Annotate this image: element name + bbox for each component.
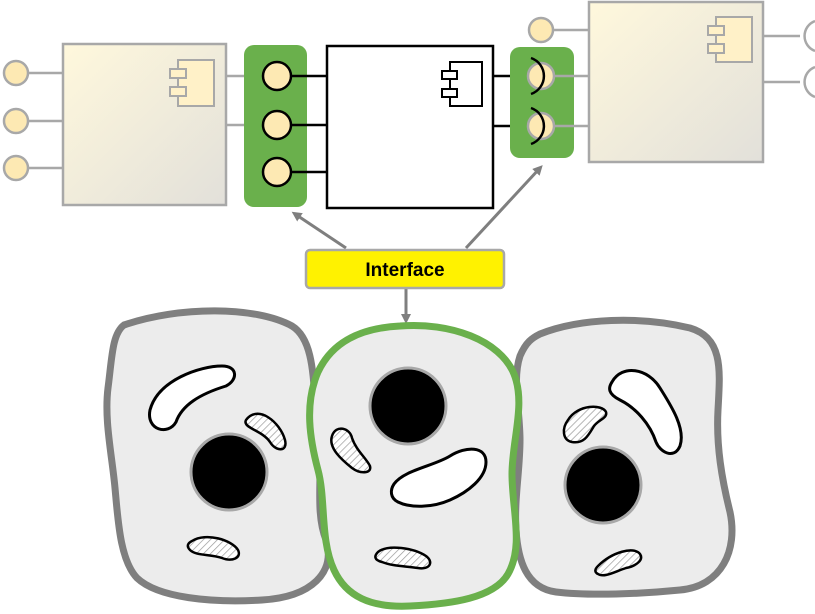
arrow-to-left-interface [291, 211, 347, 250]
striped-organelle [562, 405, 608, 444]
component-icon [441, 61, 483, 107]
right-component [527, 0, 815, 164]
left-port-2 [2, 107, 30, 135]
component-icon [169, 59, 215, 107]
left-port-3 [2, 154, 30, 182]
socket-icon [803, 19, 815, 53]
nucleus [563, 445, 643, 525]
left-port-1 [2, 59, 30, 87]
highlighted-cell [306, 321, 523, 610]
center-component [325, 44, 528, 210]
organelle [389, 447, 488, 508]
striped-organelle [244, 412, 287, 451]
left-cell [103, 307, 332, 605]
organelle [608, 369, 683, 456]
provided-port-3 [261, 156, 293, 188]
interface-label: Interface [304, 248, 506, 290]
striped-organelle [186, 535, 241, 561]
left-component [2, 42, 262, 207]
interface-label-text: Interface [365, 260, 444, 281]
nucleus [189, 432, 269, 512]
arrow-to-right-interface [464, 165, 543, 250]
required-port-2 [526, 111, 556, 141]
left-interface-group [244, 45, 327, 207]
socket-icon [530, 106, 546, 146]
nucleus [368, 366, 448, 446]
right-cell [512, 316, 736, 598]
provided-port-2 [261, 109, 293, 141]
organelle [148, 364, 236, 432]
socket-icon [803, 65, 815, 99]
right-top-port [527, 16, 555, 44]
required-port-1 [526, 61, 556, 91]
right-interface-group [510, 47, 590, 158]
provided-port-1 [261, 60, 293, 92]
striped-organelle [594, 549, 643, 577]
component-icon [707, 16, 753, 63]
striped-organelle [330, 427, 372, 474]
striped-organelle [374, 546, 432, 570]
socket-icon [530, 56, 546, 96]
interface-arrows [291, 165, 543, 324]
